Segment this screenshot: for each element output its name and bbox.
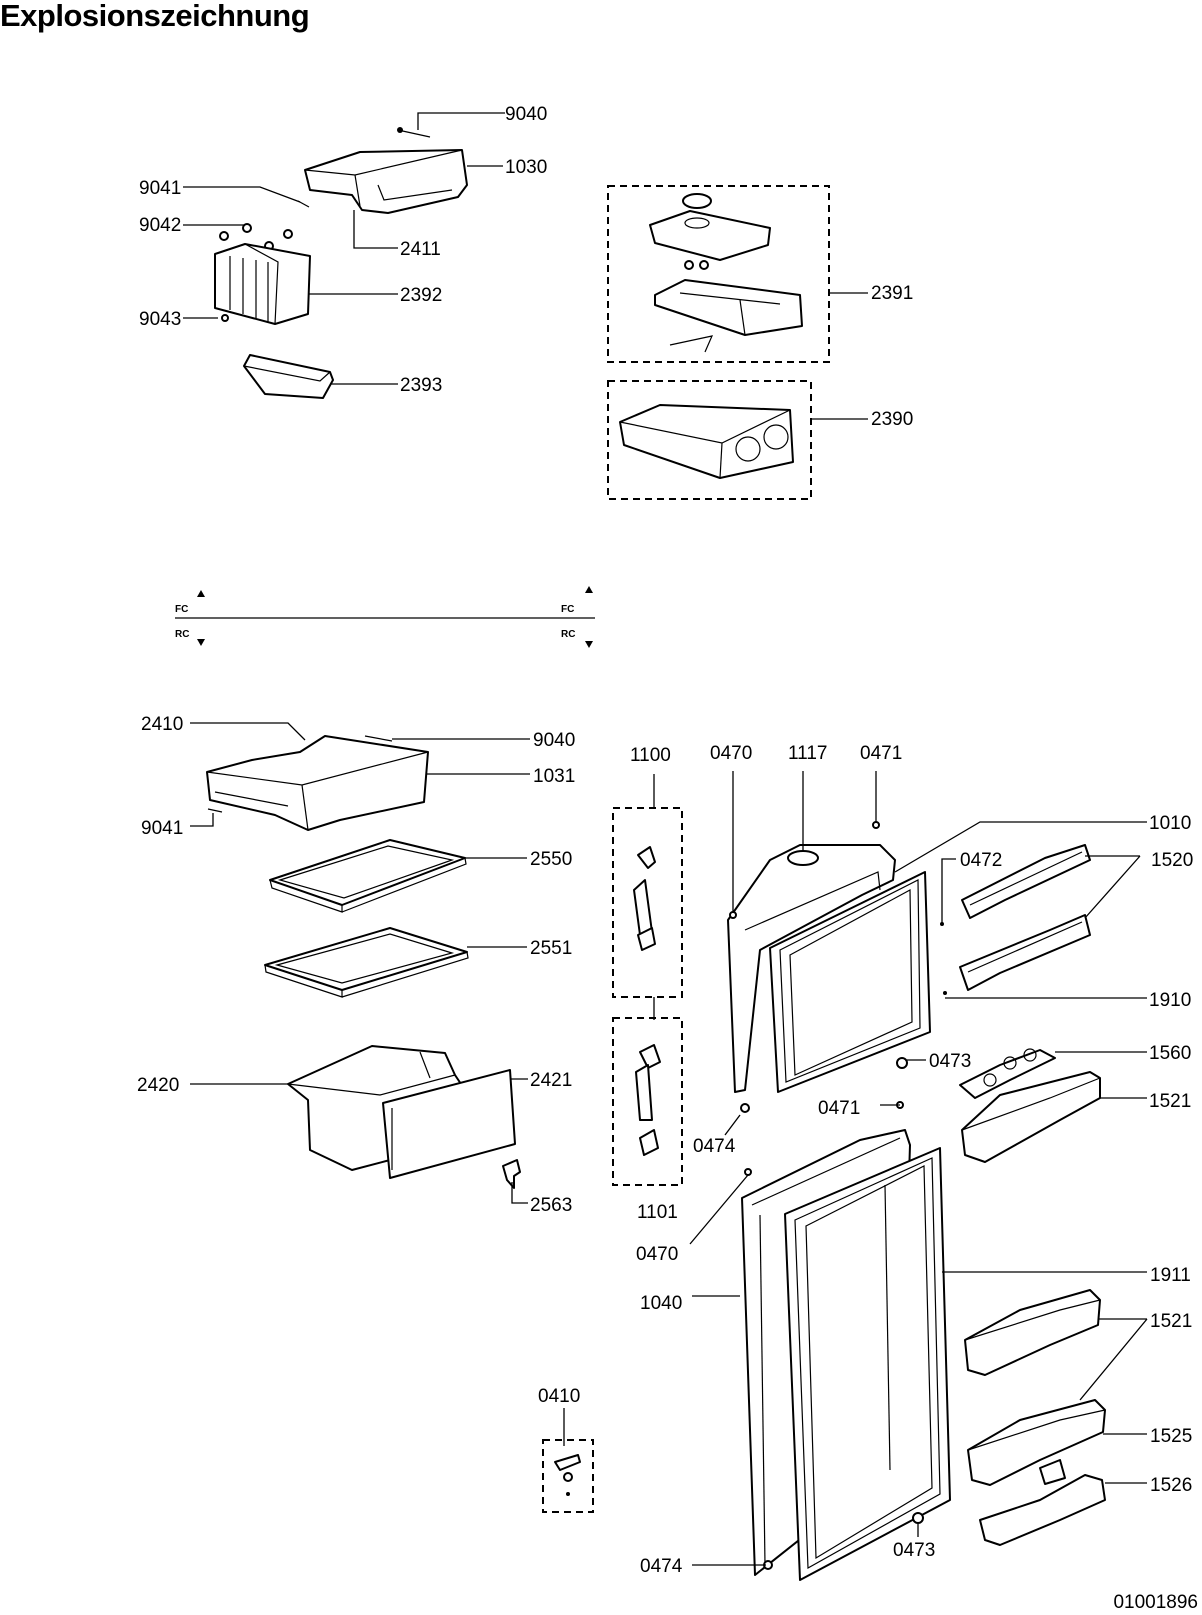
hinge-pin-0474-upper xyxy=(740,1103,750,1113)
label-2421: 2421 xyxy=(530,1070,572,1091)
label-0472: 0472 xyxy=(960,850,1002,871)
screw-0470-lower xyxy=(744,1168,752,1176)
document-number: 01001896 xyxy=(1113,1592,1198,1613)
label-2392: 2392 xyxy=(400,285,442,306)
freezer-door-gasket-1910 xyxy=(769,871,931,1093)
screw-9040-lower xyxy=(364,735,393,742)
glass-shelf-2551 xyxy=(264,927,469,998)
label-1010: 1010 xyxy=(1149,813,1191,834)
label-9040-upper: 9040 xyxy=(505,104,547,125)
screw-9041-lower xyxy=(207,808,223,813)
freezer-door-1010 xyxy=(727,844,896,1093)
glass-shelf-2550 xyxy=(269,839,467,913)
label-1521-upper: 1521 xyxy=(1149,1091,1191,1112)
screw-0472-lower xyxy=(943,991,947,995)
compartment-separator xyxy=(175,586,595,648)
door-balcony-1521-lower xyxy=(964,1289,1101,1376)
ice-maker-group-2391 xyxy=(607,185,830,363)
zone-marker-rc-right: RC xyxy=(561,629,575,640)
label-0410: 0410 xyxy=(538,1386,580,1407)
screw-9040-upper xyxy=(397,127,431,138)
door-balcony-1526 xyxy=(979,1459,1106,1546)
label-1911: 1911 xyxy=(1150,1265,1191,1286)
label-0470-upper: 0470 xyxy=(710,743,752,764)
label-2390: 2390 xyxy=(871,409,913,430)
handle-1101 xyxy=(635,1044,661,1156)
label-1101: 1101 xyxy=(637,1202,678,1223)
handle-1100 xyxy=(633,846,656,951)
label-0471-upper: 0471 xyxy=(860,743,902,764)
label-2410: 2410 xyxy=(141,714,183,735)
drawer-clip-2563 xyxy=(502,1159,521,1189)
handle-group-1101 xyxy=(612,1017,683,1186)
label-1560: 1560 xyxy=(1149,1043,1191,1064)
evaporator-cover-2392 xyxy=(214,243,311,325)
label-0473-upper: 0473 xyxy=(929,1051,971,1072)
leader-lines xyxy=(183,112,1148,1566)
label-2550: 2550 xyxy=(530,849,572,870)
label-9043: 9043 xyxy=(139,309,181,330)
label-0470-lower: 0470 xyxy=(636,1244,678,1265)
label-9040-lower: 9040 xyxy=(533,730,575,751)
label-0474-lower: 0474 xyxy=(640,1556,683,1577)
label-1040: 1040 xyxy=(640,1293,682,1314)
drawer-front-2421 xyxy=(382,1069,516,1179)
ice-maker-2391 xyxy=(649,193,803,353)
clip-9043 xyxy=(221,314,229,322)
label-1526: 1526 xyxy=(1150,1475,1192,1496)
label-9041-lower: 9041 xyxy=(141,818,183,839)
handle-group-1100 xyxy=(612,807,683,998)
label-2393: 2393 xyxy=(400,375,442,396)
hinge-0410 xyxy=(554,1454,581,1496)
label-0471-lower: 0471 xyxy=(818,1098,860,1119)
label-1117: 1117 xyxy=(788,743,827,764)
small-tray-2393 xyxy=(243,354,334,399)
hinge-group-0410 xyxy=(542,1439,594,1513)
label-1521-lower: 1521 xyxy=(1150,1311,1192,1332)
door-balcony-1520-top xyxy=(961,844,1091,919)
label-2420: 2420 xyxy=(137,1075,179,1096)
screw-0470-upper xyxy=(729,911,737,919)
screw-0471-upper xyxy=(872,821,880,829)
label-9042: 9042 xyxy=(139,215,181,236)
label-1030: 1030 xyxy=(505,157,547,178)
label-2551: 2551 xyxy=(530,938,572,959)
zone-marker-fc-right: FC xyxy=(561,604,574,615)
page-title: Explosionszeichnung xyxy=(0,0,310,33)
label-1910: 1910 xyxy=(1149,990,1191,1011)
zone-marker-rc-left: RC xyxy=(175,629,189,640)
label-0473-lower: 0473 xyxy=(893,1540,935,1561)
crisper-shelf-1031 xyxy=(206,735,429,831)
hinge-pin-0473-lower xyxy=(912,1512,924,1524)
door-balcony-1520-bottom xyxy=(959,914,1091,991)
fridge-door-gasket-1911 xyxy=(784,1147,951,1581)
label-1100: 1100 xyxy=(630,745,671,766)
label-2563: 2563 xyxy=(530,1195,572,1216)
label-2391: 2391 xyxy=(871,283,913,304)
label-0474-upper: 0474 xyxy=(693,1136,736,1157)
door-balcony-1525 xyxy=(967,1399,1106,1486)
freezer-tray-1030 xyxy=(304,149,468,214)
zone-marker-fc-left: FC xyxy=(175,604,188,615)
label-9041-upper: 9041 xyxy=(139,178,181,199)
label-1520: 1520 xyxy=(1151,850,1193,871)
hinge-pin-0473-upper xyxy=(896,1057,908,1069)
label-1525: 1525 xyxy=(1150,1426,1192,1447)
ice-tray-group-2390 xyxy=(607,380,812,500)
ice-tray-2390 xyxy=(619,404,794,479)
label-2411: 2411 xyxy=(400,239,441,260)
egg-tray-1560 xyxy=(959,1048,1056,1099)
label-1031: 1031 xyxy=(533,766,575,787)
